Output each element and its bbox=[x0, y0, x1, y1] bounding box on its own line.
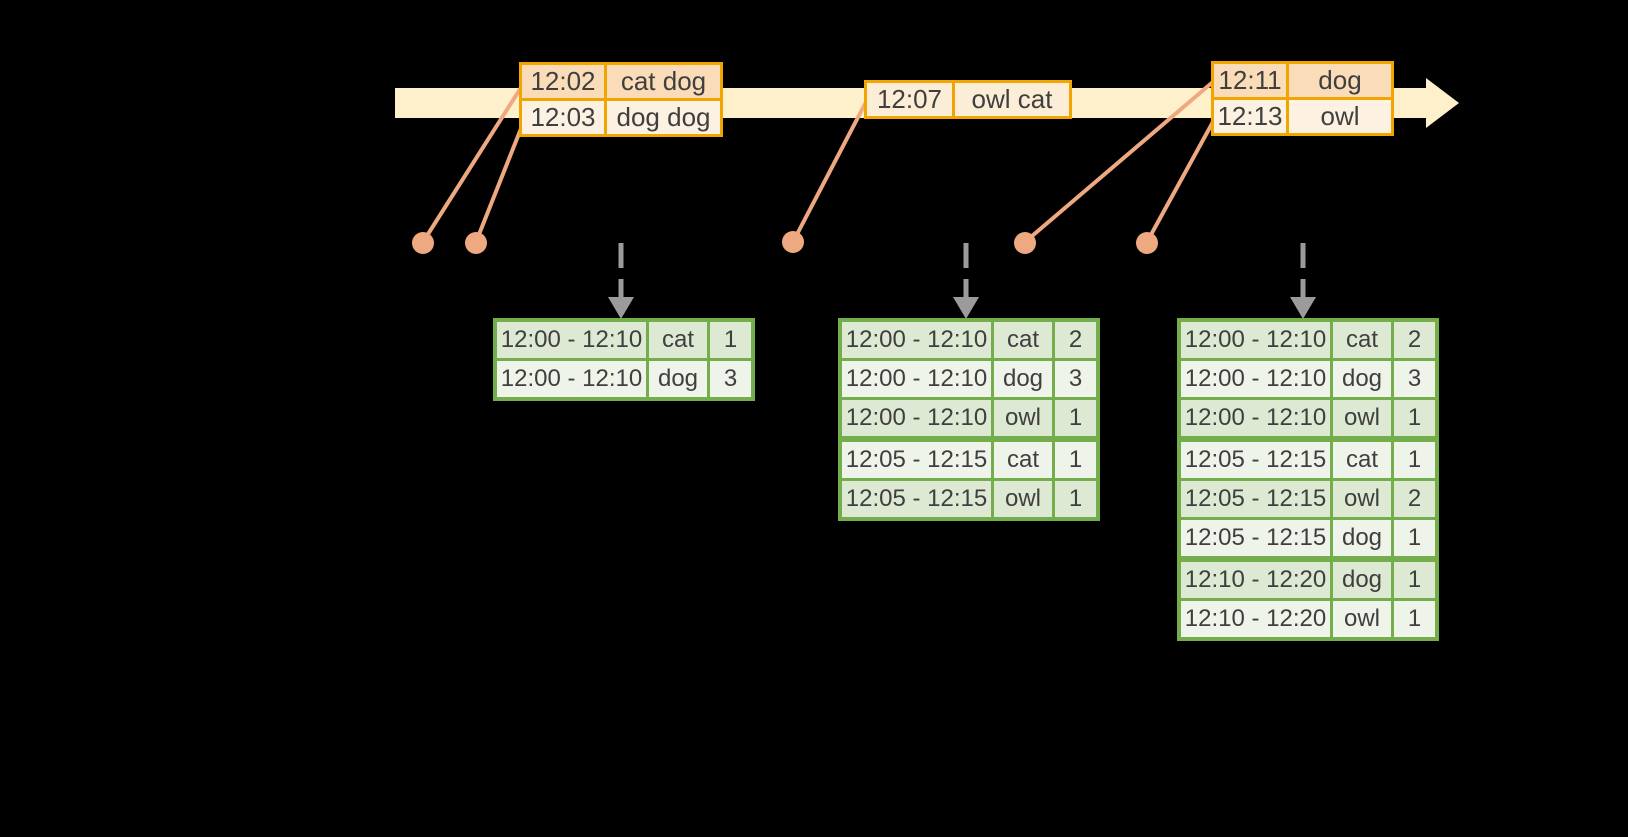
result-count-cell: 3 bbox=[1391, 358, 1439, 400]
result-count-cell: 2 bbox=[1391, 318, 1439, 361]
event-words-cell: dog dog bbox=[604, 98, 723, 137]
event-connector-line bbox=[1023, 79, 1216, 244]
result-word-cell: dog bbox=[1330, 517, 1394, 561]
result-word-cell: owl bbox=[991, 478, 1055, 521]
result-window-cell: 12:00 - 12:10 bbox=[838, 358, 994, 400]
result-word-cell: owl bbox=[1330, 478, 1394, 520]
event-connector-line bbox=[421, 84, 524, 244]
result-word-cell: dog bbox=[646, 358, 710, 401]
result-count-cell: 3 bbox=[707, 358, 755, 401]
event-connectors bbox=[412, 79, 1216, 254]
result-window-cell: 12:10 - 12:20 bbox=[1177, 556, 1333, 601]
result-word-cell: cat bbox=[1330, 318, 1394, 361]
event-words-cell: owl bbox=[1286, 97, 1394, 136]
event-time-cell: 12:03 bbox=[519, 98, 607, 137]
result-window-cell: 12:05 - 12:15 bbox=[1177, 517, 1333, 561]
result-count-cell: 1 bbox=[1391, 397, 1439, 441]
result-window-cell: 12:05 - 12:15 bbox=[838, 436, 994, 481]
result-count-cell: 1 bbox=[1391, 436, 1439, 481]
trigger-arrow-icon bbox=[608, 243, 634, 319]
result-word-cell: cat bbox=[646, 318, 710, 361]
result-word-cell: owl bbox=[1330, 598, 1394, 641]
result-window-cell: 12:00 - 12:10 bbox=[838, 318, 994, 361]
event-dot-icon bbox=[412, 232, 434, 254]
result-word-cell: dog bbox=[1330, 358, 1394, 400]
event-dot-icon bbox=[1136, 232, 1158, 254]
result-count-cell: 1 bbox=[1052, 436, 1100, 481]
result-count-cell: 2 bbox=[1391, 478, 1439, 520]
result-window-cell: 12:00 - 12:10 bbox=[1177, 358, 1333, 400]
result-count-cell: 1 bbox=[1391, 517, 1439, 561]
result-window-cell: 12:00 - 12:10 bbox=[493, 358, 649, 401]
result-window-cell: 12:05 - 12:15 bbox=[1177, 478, 1333, 520]
event-words-cell: owl cat bbox=[952, 80, 1072, 119]
trigger-arrow-icon bbox=[1290, 243, 1316, 319]
result-word-cell: cat bbox=[1330, 436, 1394, 481]
event-words-cell: dog bbox=[1286, 61, 1394, 100]
result-window-cell: 12:05 - 12:15 bbox=[1177, 436, 1333, 481]
result-count-cell: 3 bbox=[1052, 358, 1100, 400]
timeline-arrowhead-icon bbox=[1426, 78, 1459, 128]
result-word-cell: cat bbox=[991, 436, 1055, 481]
result-word-cell: cat bbox=[991, 318, 1055, 361]
trigger-arrow-icon bbox=[953, 243, 979, 319]
event-dot-icon bbox=[782, 231, 804, 253]
result-window-cell: 12:05 - 12:15 bbox=[838, 478, 994, 521]
result-window-cell: 12:00 - 12:10 bbox=[838, 397, 994, 441]
event-time-cell: 12:13 bbox=[1211, 97, 1289, 136]
result-window-cell: 12:00 - 12:10 bbox=[1177, 318, 1333, 361]
result-count-cell: 1 bbox=[707, 318, 755, 361]
event-dot-icon bbox=[1014, 232, 1036, 254]
result-word-cell: owl bbox=[991, 397, 1055, 441]
event-words-cell: cat dog bbox=[604, 62, 723, 101]
result-word-cell: dog bbox=[1330, 556, 1394, 601]
event-time-cell: 12:07 bbox=[864, 80, 955, 119]
result-count-cell: 1 bbox=[1052, 478, 1100, 521]
result-count-cell: 2 bbox=[1052, 318, 1100, 361]
result-count-cell: 1 bbox=[1391, 598, 1439, 641]
result-window-cell: 12:10 - 12:20 bbox=[1177, 598, 1333, 641]
result-count-cell: 1 bbox=[1052, 397, 1100, 441]
event-time-cell: 12:11 bbox=[1211, 61, 1289, 100]
result-window-cell: 12:00 - 12:10 bbox=[493, 318, 649, 361]
result-window-cell: 12:00 - 12:10 bbox=[1177, 397, 1333, 441]
event-connector-line bbox=[474, 120, 526, 243]
event-connector-line bbox=[1145, 119, 1216, 243]
event-connector-line bbox=[791, 101, 868, 243]
result-word-cell: owl bbox=[1330, 397, 1394, 441]
result-count-cell: 1 bbox=[1391, 556, 1439, 601]
event-dot-icon bbox=[465, 232, 487, 254]
event-time-cell: 12:02 bbox=[519, 62, 607, 101]
result-word-cell: dog bbox=[991, 358, 1055, 400]
